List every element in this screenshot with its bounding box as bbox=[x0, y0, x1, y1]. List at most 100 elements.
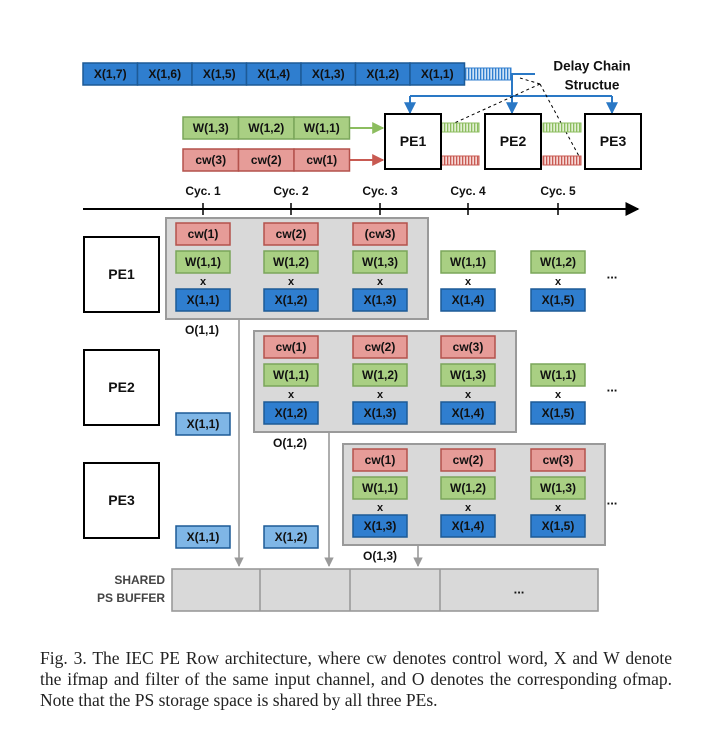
output-label: O(1,1) bbox=[185, 323, 219, 337]
x-chain-label: X(1,1) bbox=[421, 67, 454, 81]
w-cell-label: W(1,3) bbox=[362, 255, 398, 269]
w-delay-23 bbox=[542, 122, 582, 133]
cw-cell-label: cw(2) bbox=[276, 227, 307, 241]
w-cell-next bbox=[440, 250, 496, 274]
cycle-label: Cyc. 1 bbox=[185, 184, 221, 198]
mult-symbol: x bbox=[465, 502, 472, 514]
x-cell bbox=[440, 514, 496, 538]
w-cell bbox=[175, 250, 231, 274]
w-cell bbox=[263, 250, 319, 274]
mult-symbol: x bbox=[200, 276, 207, 288]
x-chain-label: X(1,7) bbox=[94, 67, 127, 81]
pe-box bbox=[83, 349, 160, 426]
mult-symbol: x bbox=[377, 502, 384, 514]
delay-callout-3 bbox=[539, 83, 581, 159]
cw-chain-label: cw(3) bbox=[195, 153, 226, 167]
pe-label-top: PE1 bbox=[400, 133, 427, 149]
x-delay-bar bbox=[464, 67, 512, 81]
cw-chain-label: cw(1) bbox=[306, 153, 337, 167]
cw-cell bbox=[440, 335, 496, 359]
mult-symbol: x bbox=[465, 389, 472, 401]
w-cell bbox=[352, 363, 408, 387]
x-chain-cell bbox=[409, 62, 466, 86]
mult-symbol: x bbox=[555, 276, 562, 288]
x-cell-label: X(1,4) bbox=[452, 519, 485, 533]
x-cell-next-label: X(1,4) bbox=[452, 293, 485, 307]
ps-buffer bbox=[171, 568, 599, 612]
w-chain-label: W(1,1) bbox=[304, 121, 340, 135]
cw-cell-label: cw(2) bbox=[365, 340, 396, 354]
x-cell-next bbox=[530, 401, 586, 425]
preloaded-x-label: X(1,1) bbox=[187, 530, 220, 544]
buffer-label: SHARED bbox=[114, 573, 165, 587]
cycle-label: Cyc. 2 bbox=[273, 184, 309, 198]
w-cell bbox=[352, 250, 408, 274]
w-cell-label: W(1,1) bbox=[273, 368, 309, 382]
output-label: O(1,3) bbox=[363, 549, 397, 563]
x-chain-label: X(1,3) bbox=[312, 67, 345, 81]
row-ellipsis: ... bbox=[607, 493, 618, 508]
x-cell-next bbox=[440, 288, 496, 312]
pe-label: PE3 bbox=[108, 492, 135, 508]
w-cell-next bbox=[530, 250, 586, 274]
cycle-label: Cyc. 5 bbox=[540, 184, 576, 198]
x-cell-label: X(1,2) bbox=[275, 406, 308, 420]
cw-delay-12 bbox=[440, 155, 480, 166]
w-cell bbox=[263, 363, 319, 387]
x-chain-label: X(1,5) bbox=[203, 67, 236, 81]
cw-cell bbox=[263, 335, 319, 359]
cw-cell-label: cw(3) bbox=[453, 340, 484, 354]
w-cell-label: W(1,1) bbox=[185, 255, 221, 269]
mult-symbol: x bbox=[465, 276, 472, 288]
x-cell bbox=[263, 401, 319, 425]
cw-cell bbox=[175, 222, 231, 246]
mult-symbol: x bbox=[555, 502, 562, 514]
cw-cell bbox=[440, 448, 496, 472]
x-chain-label: X(1,2) bbox=[366, 67, 399, 81]
cw-cell bbox=[530, 448, 586, 472]
pe-label-top: PE2 bbox=[500, 133, 527, 149]
cw-cell-label: cw(2) bbox=[453, 453, 484, 467]
preloaded-x bbox=[263, 525, 319, 549]
figure-caption: Fig. 3. The IEC PE Row architecture, whe… bbox=[40, 648, 672, 710]
x-cell-label: X(1,1) bbox=[187, 293, 220, 307]
w-chain-label: W(1,3) bbox=[193, 121, 229, 135]
w-cell-next-label: W(1,2) bbox=[540, 255, 576, 269]
output-label: O(1,2) bbox=[273, 436, 307, 450]
pe-box bbox=[83, 462, 160, 539]
w-cell-label: W(1,2) bbox=[450, 481, 486, 495]
delay-label: Structue bbox=[565, 78, 620, 93]
pe-label-top: PE3 bbox=[600, 133, 627, 149]
buffer-label: PS BUFFER bbox=[97, 591, 165, 605]
cw-cell bbox=[352, 222, 408, 246]
x-cell bbox=[352, 288, 408, 312]
cw-cell bbox=[352, 335, 408, 359]
buffer-ellipsis: ... bbox=[514, 582, 525, 597]
row-ellipsis: ... bbox=[607, 267, 618, 282]
w-cell-next-label: W(1,1) bbox=[450, 255, 486, 269]
w-cell bbox=[440, 363, 496, 387]
pe-box-top bbox=[384, 113, 442, 170]
preloaded-x bbox=[175, 525, 231, 549]
connector-layer bbox=[83, 67, 640, 567]
x-cell-next bbox=[530, 288, 586, 312]
cw-delay-23 bbox=[542, 155, 582, 166]
cw-cell-label: cw(1) bbox=[365, 453, 396, 467]
x-cell-label: X(1,2) bbox=[275, 293, 308, 307]
iec-pe-row-diagram: X(1,7)X(1,6)X(1,5)X(1,4)X(1,3)X(1,2)X(1,… bbox=[82, 59, 642, 612]
w-cell-next bbox=[530, 363, 586, 387]
x-cell-label: X(1,4) bbox=[452, 406, 485, 420]
x-cell bbox=[530, 514, 586, 538]
w-cell bbox=[440, 476, 496, 500]
pe-box-top bbox=[484, 113, 542, 170]
w-cell-label: W(1,3) bbox=[540, 481, 576, 495]
cycle-label: Cyc. 3 bbox=[362, 184, 398, 198]
mult-symbol: x bbox=[288, 389, 295, 401]
mult-symbol: x bbox=[288, 276, 295, 288]
x-cell-label: X(1,3) bbox=[364, 519, 397, 533]
cw-cell-label: cw(1) bbox=[276, 340, 307, 354]
pe-box bbox=[83, 236, 160, 313]
mult-symbol: x bbox=[377, 276, 384, 288]
row-ellipsis: ... bbox=[607, 380, 618, 395]
w-cell-label: W(1,1) bbox=[362, 481, 398, 495]
